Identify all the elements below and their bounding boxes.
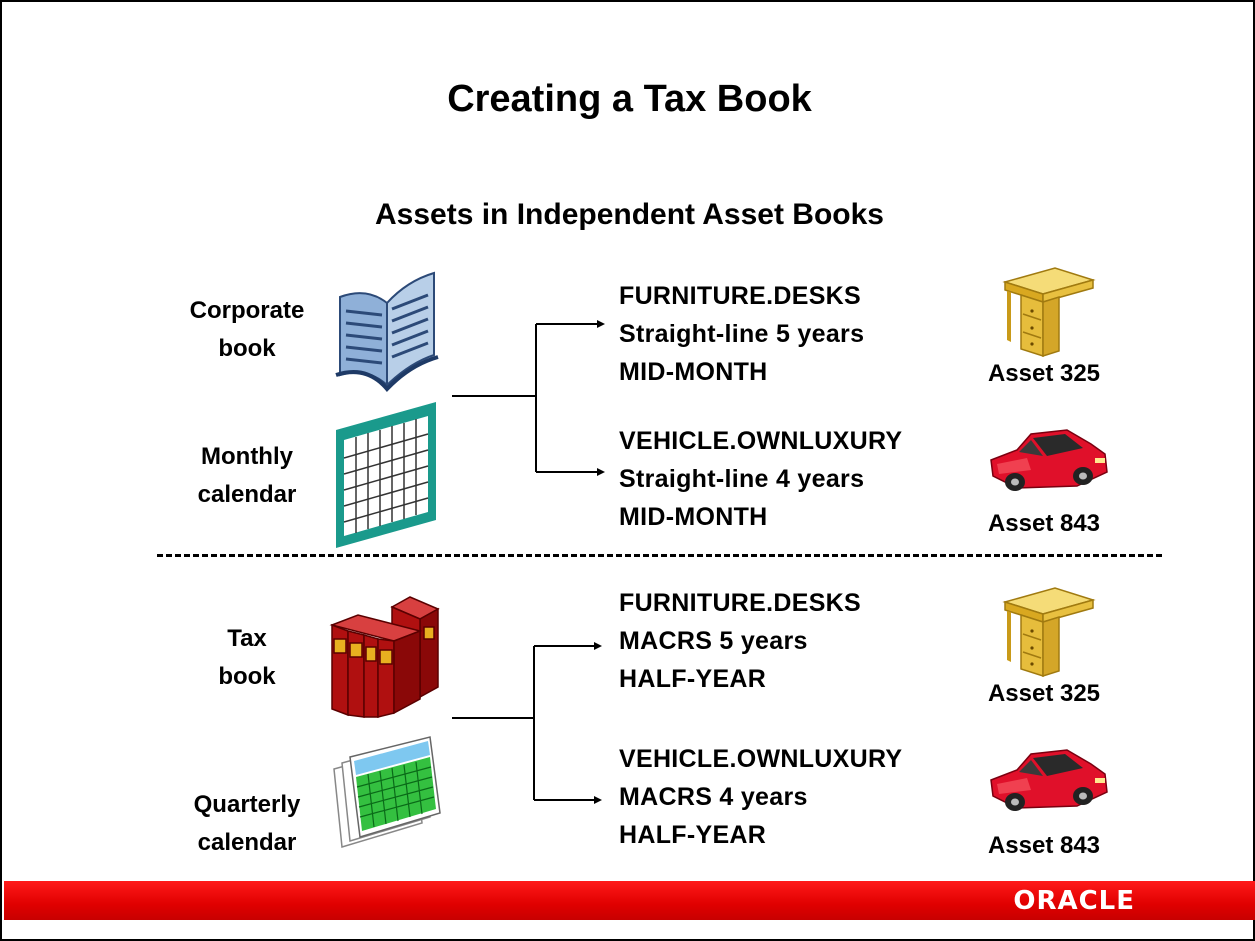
section-divider <box>157 554 1162 557</box>
slide-subtitle: Assets in Independent Asset Books <box>374 198 884 231</box>
desk-icon <box>1002 267 1096 358</box>
slide-title: Creating a Tax Book <box>447 78 812 120</box>
asset-label: Asset 843 <box>987 510 1101 537</box>
category-text: VEHICLE.OWNLUXURY <box>619 427 903 455</box>
tax-entry-1: FURNITURE.DESKS MACRS 5 years HALF-YEAR <box>619 584 861 698</box>
convention-text: MID-MONTH <box>619 358 768 386</box>
oracle-logo: ORACLE <box>1013 886 1135 916</box>
open-book-icon <box>335 271 439 392</box>
convention-text: MID-MONTH <box>619 503 768 531</box>
car-icon <box>990 429 1108 491</box>
quarterly-calendar-icon <box>333 736 441 848</box>
tax-connector-arrows <box>452 642 602 804</box>
tax-entry-2: VEHICLE.OWNLUXURY MACRS 4 years HALF-YEA… <box>619 740 902 854</box>
corporate-connector-arrows <box>452 320 605 476</box>
tax-book-label: Tax book <box>218 625 276 690</box>
quarterly-calendar-label: Quarterly calendar <box>193 791 301 856</box>
asset-label: Asset 843 <box>987 832 1101 859</box>
monthly-calendar-label: Monthly calendar <box>197 443 297 508</box>
corporate-book-label: Corporate book <box>189 297 305 362</box>
category-text: VEHICLE.OWNLUXURY <box>619 745 903 773</box>
footer-bar <box>4 881 1255 920</box>
tax-books-icon <box>329 596 440 718</box>
car-icon <box>990 749 1108 811</box>
asset-label: Asset 325 <box>987 360 1101 387</box>
asset-label: Asset 325 <box>987 680 1101 707</box>
category-text: FURNITURE.DESKS <box>619 282 862 310</box>
monthly-calendar-icon <box>336 402 436 548</box>
desk-icon <box>1002 587 1096 678</box>
method-text: MACRS 4 years <box>619 783 808 811</box>
method-text: Straight-line 4 years <box>619 465 865 493</box>
corporate-entry-2: VEHICLE.OWNLUXURY Straight-line 4 years … <box>619 422 902 536</box>
convention-text: HALF-YEAR <box>619 665 767 693</box>
corporate-entry-1: FURNITURE.DESKS Straight-line 5 years MI… <box>619 277 864 391</box>
method-text: MACRS 5 years <box>619 627 808 655</box>
convention-text: HALF-YEAR <box>619 821 767 849</box>
category-text: FURNITURE.DESKS <box>619 589 862 617</box>
method-text: Straight-line 5 years <box>619 320 865 348</box>
